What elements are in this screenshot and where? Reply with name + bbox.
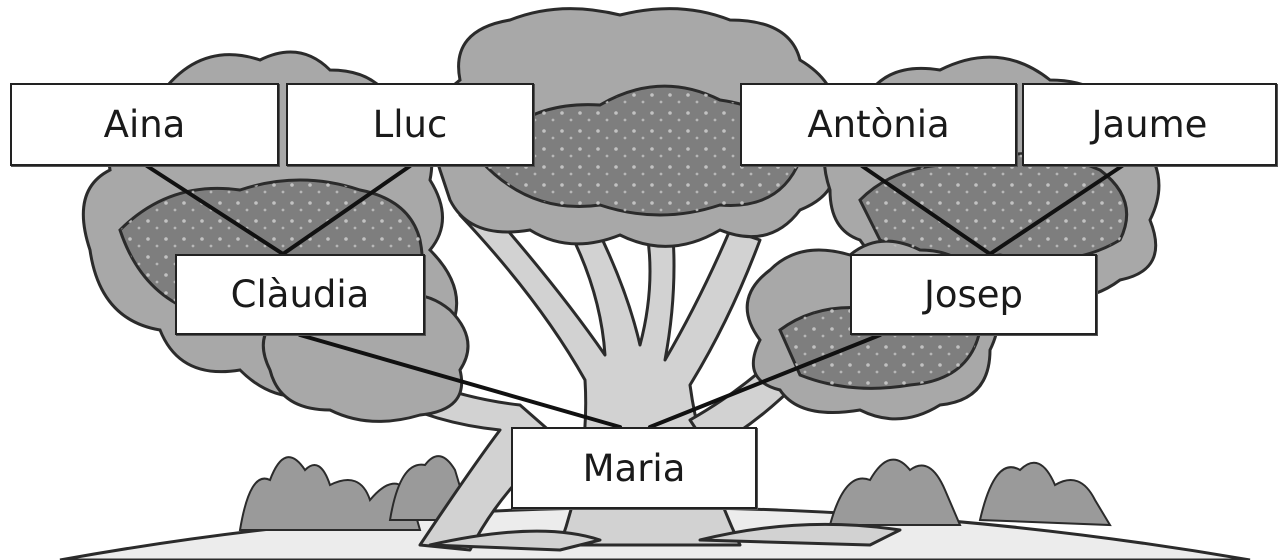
person-box-josep: Josep — [850, 254, 1097, 335]
person-box-claudia: Clàudia — [175, 254, 425, 335]
bushes-right — [830, 460, 1110, 525]
person-name: Clàudia — [231, 273, 370, 316]
person-box-jaume: Jaume — [1022, 83, 1277, 166]
person-name: Antònia — [807, 103, 949, 146]
bushes-left — [240, 456, 470, 530]
person-name: Josep — [924, 273, 1023, 316]
person-name: Maria — [583, 447, 686, 490]
person-box-maria: Maria — [511, 427, 757, 509]
person-name: Aina — [104, 103, 186, 146]
person-name: Lluc — [373, 103, 448, 146]
person-box-aina: Aina — [10, 83, 279, 166]
person-box-antonia: Antònia — [740, 83, 1017, 166]
person-name: Jaume — [1092, 103, 1208, 146]
person-box-lluc: Lluc — [286, 83, 534, 166]
